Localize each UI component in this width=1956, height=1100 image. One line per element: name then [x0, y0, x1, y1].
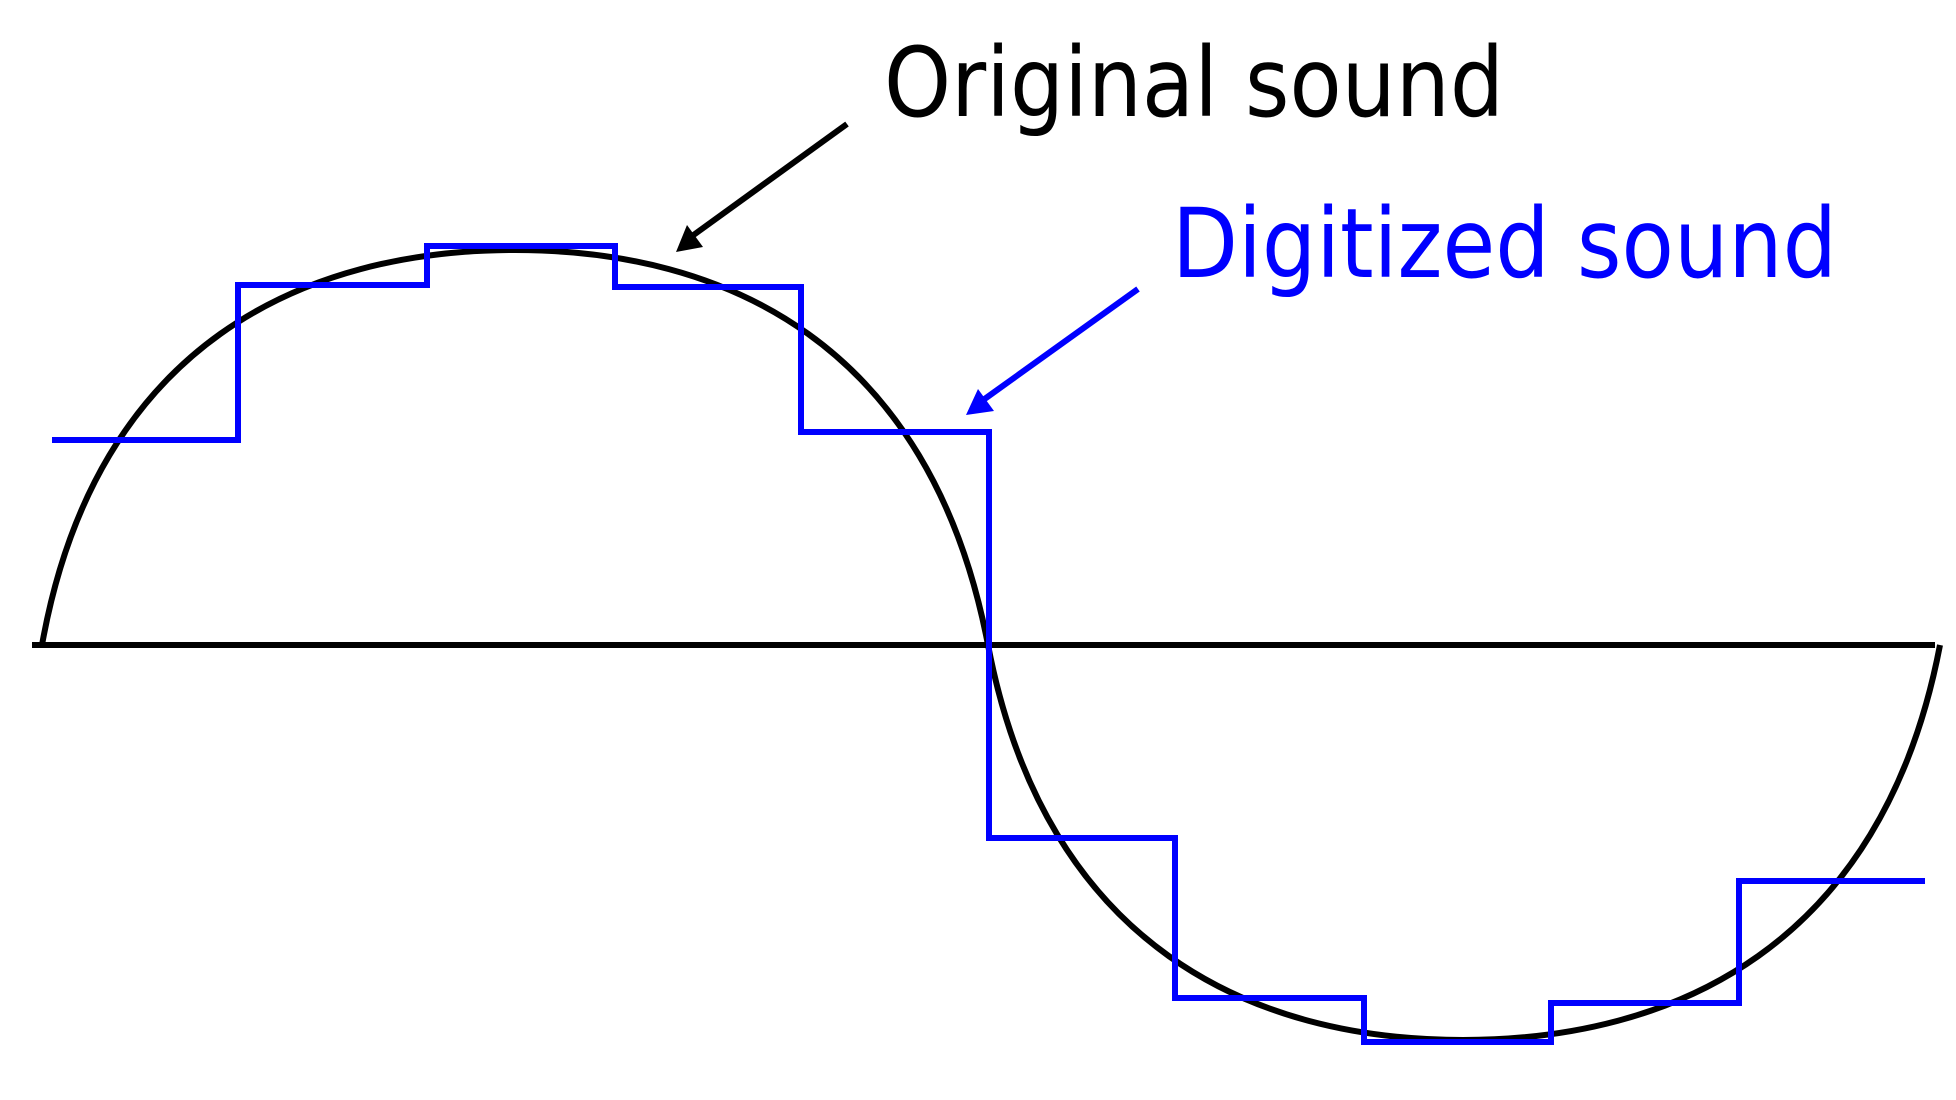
original-sound-label: Original sound: [884, 27, 1504, 139]
digitized-sound-label: Digitized sound: [1172, 188, 1837, 300]
digitized-sound-arrow: [966, 286, 1140, 415]
original-sound-arrow: [676, 121, 849, 252]
digitized-sound-wave: [52, 243, 1925, 1045]
